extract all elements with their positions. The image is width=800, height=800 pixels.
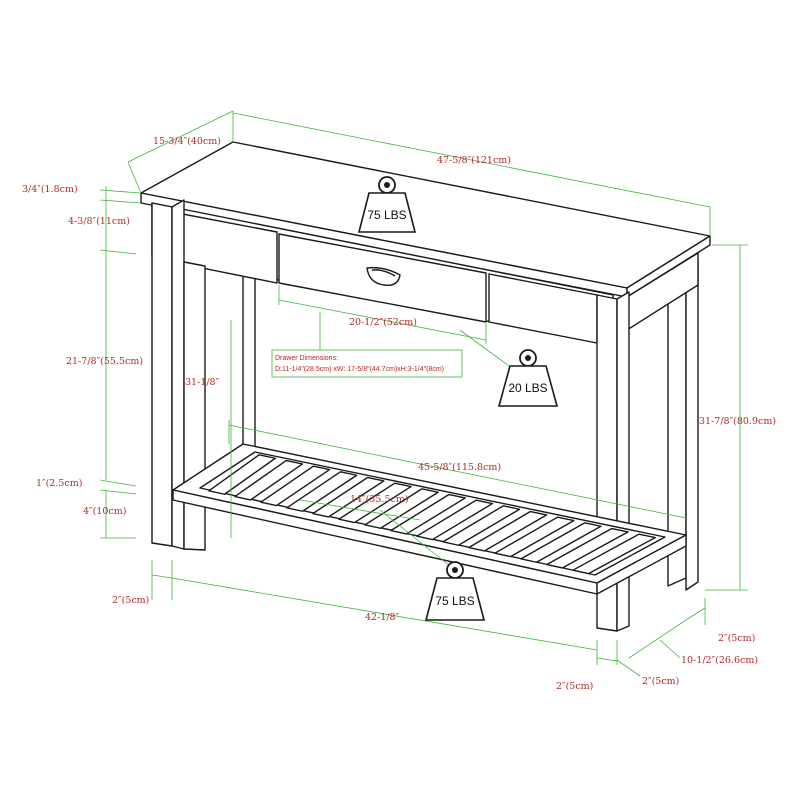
shelf-top-line [99,479,137,487]
label-leg-span: 42-1/8″ [365,612,400,623]
back-right-leg-front [685,259,699,591]
label-shelf-to-apron: 21-7/8″(55.5cm) [66,356,143,367]
console-table [140,141,711,632]
dimension-labels: 15-3/4″(40cm) 47-5/8″(121cm) 3/4″(1.8cm)… [22,136,776,692]
weight-shelf-label: 75 LBS [435,594,474,608]
label-leg-side-bottom: 2″(5cm) [642,676,679,687]
drawer-cup-pull-inner [371,269,396,277]
weight-top-hole [384,182,390,188]
shelf-slat [208,454,277,495]
apron-line [99,249,137,255]
shelf-slat [390,493,466,535]
top-thickness-line-a [99,189,142,194]
shelf-slat [312,476,385,518]
weight-shelf-icon [424,577,486,621]
shelf-slat [468,510,548,552]
shelf-slat [338,482,412,524]
shelf-weight-pointer [379,509,456,571]
weight-top-label: 75 LBS [367,208,406,222]
weight-drawer-icon [497,365,559,407]
drawer-cup-pull [366,266,401,286]
depth-top-line [127,110,234,163]
depth-top-tick-2 [127,161,142,194]
drawer-dimensions-note: Drawer Dimensions: D:11-1/4″(28.5cm) xW:… [271,349,463,378]
leg-right-line [685,607,706,621]
label-total-height: 31-7/8″(80.9cm) [699,416,776,427]
label-inner-height: 31-1/8″ [185,377,220,388]
label-shelf-width: 45-5/8″(115.8cm) [418,462,501,473]
label-apron-height: 4-3/8″(11cm) [68,216,130,227]
weight-top: 75 LBS [357,176,417,233]
weight-shelf-hole [452,567,458,573]
shelf-slat [416,499,494,541]
shelf-depth-line [299,499,421,521]
drawer-note-box [271,349,463,378]
drawer-width-line [278,299,487,341]
label-shelf-thickness: 1″(2.5cm) [36,478,82,489]
label-top-thickness: 3/4″(1.8cm) [22,184,78,195]
label-width-top: 47-5/8″(121cm) [437,155,511,166]
drawer-note-text: D:11-1/4″(28.5cm) xW: 17-5/8″(44.7cm)xH:… [275,366,444,373]
weight-shelf: 75 LBS [424,561,486,621]
shelf-slat [520,522,602,563]
label-drawer-width: 20-1/2″(52cm) [349,317,417,328]
drawer-note-title: Drawer Dimensions: [275,355,338,362]
shelf-frame-side [596,534,687,595]
weight-drawer-label: 20 LBS [508,381,547,395]
label-leg-span-depth: 10-1/2″(26.6cm) [681,655,758,666]
label-shelf-clearance: 4″(10cm) [83,506,126,517]
width-top-line [232,112,711,208]
label-depth-top: 15-3/4″(40cm) [153,136,221,147]
leg-span-line [171,577,598,651]
shelf-slat [494,516,575,558]
front-left-leg [151,202,173,547]
label-leg-left: 2″(5cm) [112,595,149,606]
shelf-width-line [228,424,687,519]
label-leg-right: 2″(5cm) [718,633,755,644]
leg-side-line [616,659,641,677]
shelf-slat [260,465,331,507]
leg-front-line [596,657,618,662]
shelf-slat [546,527,629,569]
shelf-slat [442,505,521,546]
shelf-slats [208,454,656,575]
label-shelf-depth: 14″(35.5cm) [350,494,409,505]
depth-label-pointer [659,639,681,659]
top-thickness-line-b [99,199,142,204]
weight-drawer-hole [525,355,531,361]
leg-span-depth-line [628,619,687,659]
shelf-slat [286,471,358,512]
weight-top-icon [357,192,417,233]
leg-left-line [151,574,173,579]
shelf-slat [364,488,439,529]
label-leg-front-bottom: 2″(5cm) [556,681,593,692]
shelf-bottom-line [99,489,137,495]
dimension-lines [99,110,748,677]
back-left-leg [242,267,256,465]
shelf-slat [572,533,656,575]
shelf-slat [234,459,304,501]
weight-drawer: 20 LBS [497,349,559,407]
